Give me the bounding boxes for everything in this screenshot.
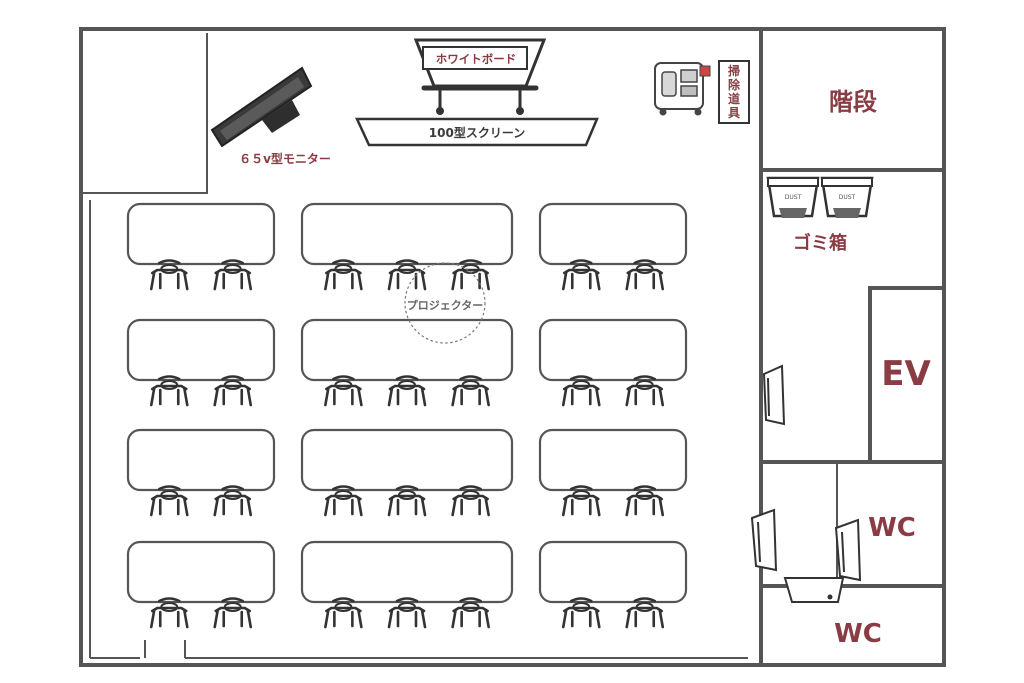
chair-icon — [625, 375, 665, 407]
projector-label: プロジェクター — [407, 298, 484, 312]
desk — [538, 540, 688, 604]
trash-label: ゴミ箱 — [793, 232, 847, 254]
projector: プロジェクター — [404, 262, 486, 344]
chair-icon — [149, 597, 189, 629]
screen-label: 100型スクリーン — [429, 125, 525, 140]
whiteboard-label: ホワイトボード — [436, 52, 517, 66]
outer-wall — [79, 27, 946, 667]
chair-icon — [387, 375, 427, 407]
cleaning-tools-label: 掃 除 道 具 — [728, 63, 741, 120]
chair-icon — [149, 485, 189, 517]
desk — [300, 540, 514, 604]
chair-icon — [561, 597, 601, 629]
chair-icon — [149, 375, 189, 407]
seating-area — [126, 202, 688, 629]
chair-icon — [387, 597, 427, 629]
chair-icon — [451, 375, 490, 407]
desk — [300, 428, 514, 492]
cleaning-tools-char: 道 — [728, 91, 740, 106]
chair-icon — [451, 485, 490, 517]
desk — [126, 318, 276, 382]
desk — [538, 318, 688, 382]
chair-icon — [324, 597, 363, 629]
chair-icon — [324, 485, 363, 517]
chair-icon — [213, 485, 253, 517]
chair-icon — [213, 259, 253, 291]
wall-fixture-icon — [834, 518, 862, 582]
desk — [126, 202, 276, 266]
cleaning-tools-char: 具 — [728, 106, 740, 120]
cleaning-tools-box — [718, 60, 750, 124]
chair-icon — [213, 375, 253, 407]
chair-icon — [387, 259, 427, 291]
trash-bin-tag: DUST — [785, 194, 802, 201]
cleaning-tools-char: 除 — [728, 77, 741, 92]
chair-icon — [561, 259, 601, 291]
restroom-label: WC — [834, 619, 882, 649]
tv-monitor: ６５v型モニター — [210, 66, 331, 166]
whiteboard: ホワイトボード — [413, 38, 547, 115]
chair-icon — [324, 375, 363, 407]
monitor-label: ６５v型モニター — [239, 151, 331, 166]
chair-icon — [561, 485, 601, 517]
chair-icon — [625, 597, 665, 629]
restroom-label: WC — [868, 513, 916, 543]
chair-icon — [213, 597, 253, 629]
chair-icon — [149, 259, 189, 291]
desk — [300, 202, 514, 266]
cleaning-cart-icon — [654, 62, 711, 116]
chair-icon — [625, 259, 665, 291]
trash-bin-tag: DUST — [839, 194, 856, 201]
projection-screen: 100型スクリーン — [355, 117, 599, 147]
elevator-label: EV — [881, 354, 931, 394]
desk — [538, 428, 688, 492]
chair-icon — [387, 485, 427, 517]
wall-fixture-icon — [762, 364, 786, 426]
desk — [126, 428, 276, 492]
desk — [126, 540, 276, 604]
chair-icon — [561, 375, 601, 407]
chair-icon — [451, 597, 490, 629]
elevator-wall — [868, 286, 944, 462]
storage-room-wall — [81, 33, 208, 194]
cleaning-tools-char: 掃 — [728, 63, 740, 78]
sink-icon — [783, 577, 845, 603]
chair-icon — [324, 259, 363, 291]
chair-icon — [625, 485, 665, 517]
desk — [300, 318, 514, 382]
wall-fixture-icon — [750, 508, 778, 572]
desk — [538, 202, 688, 266]
trash-bin-icon: DUST — [820, 176, 874, 218]
trash-bin-icon: DUST — [766, 176, 820, 218]
chair-icon — [451, 259, 490, 291]
stairs-label: 階段 — [829, 88, 877, 116]
